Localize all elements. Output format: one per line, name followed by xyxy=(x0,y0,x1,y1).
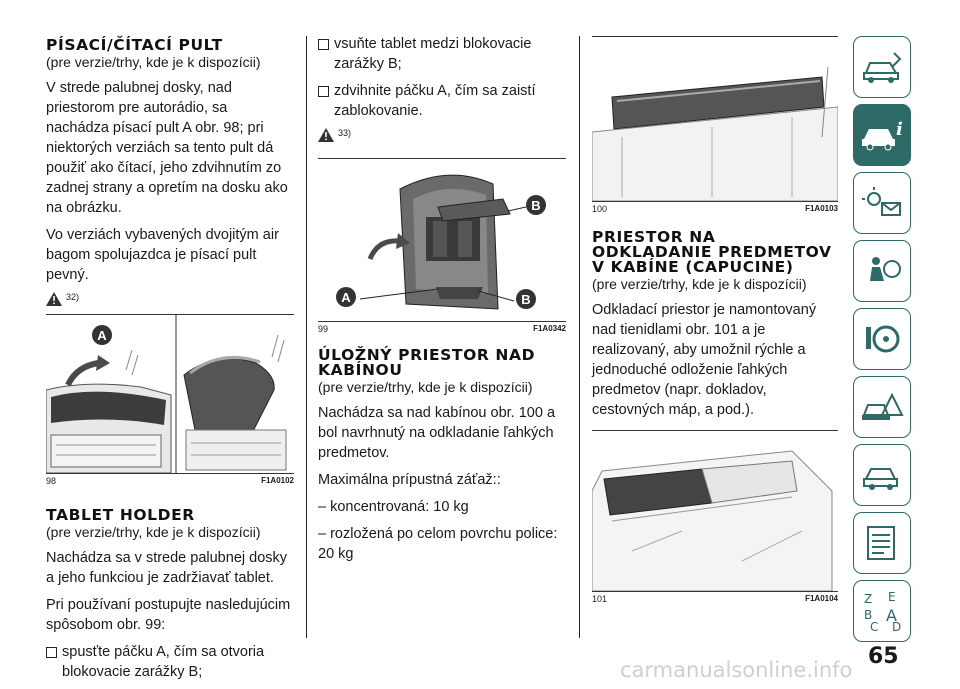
checkbox-bullet-icon xyxy=(318,39,329,50)
figure-caption: 101 F1A0104 xyxy=(592,594,838,604)
svg-text:i: i xyxy=(896,119,903,140)
tab-car-tools[interactable] xyxy=(853,36,911,98)
section-subtitle: (pre verzie/trhy, kde je k dispozícii) xyxy=(46,54,261,70)
paragraph: Nachádza sa nad kabínou obr. 100 a bol n… xyxy=(318,405,556,461)
section-subtitle: (pre verzie/trhy, kde je k dispozícii) xyxy=(318,379,533,395)
figure-100 xyxy=(592,36,838,202)
figure-caption: 98 F1A0102 xyxy=(46,476,294,486)
warning-lights-icon xyxy=(862,187,901,216)
car-info-icon: i xyxy=(862,119,903,151)
tab-car-info[interactable]: i xyxy=(853,104,911,166)
figure-99: A B B xyxy=(318,158,566,322)
tab-service[interactable] xyxy=(853,444,911,506)
section-heading: TABLET HOLDER xyxy=(46,506,195,524)
warning-ref: 33) xyxy=(318,128,566,142)
paragraph: Odkladací priestor je namontovaný nad ti… xyxy=(592,302,817,418)
capucine-storage-illustration xyxy=(592,450,833,591)
warning-triangle-icon xyxy=(318,128,334,142)
overhead-shelf-illustration xyxy=(592,66,838,201)
tab-warning-lights[interactable] xyxy=(853,172,911,234)
label-b: B xyxy=(526,195,546,215)
figure-101 xyxy=(592,430,838,592)
svg-text:C: C xyxy=(870,620,878,633)
column-2: vsuňte tablet medzi blokovacie zarážky B… xyxy=(318,0,566,571)
checkbox-bullet-icon xyxy=(46,647,57,658)
figure-caption: 99 F1A0342 xyxy=(318,324,566,334)
svg-text:A: A xyxy=(886,606,897,625)
svg-text:B: B xyxy=(864,608,872,622)
paragraph: Pri používaní postupujte nasledujúcim sp… xyxy=(46,597,291,633)
svg-text:Z: Z xyxy=(864,592,872,606)
dashboard-desk-illustration xyxy=(46,315,287,473)
tab-specs[interactable] xyxy=(853,512,911,574)
section-heading: PÍSACÍ/ČÍTACÍ PULT xyxy=(46,36,223,54)
section-subtitle: (pre verzie/trhy, kde je k dispozícii) xyxy=(46,524,261,540)
figure-caption: 100 F1A0103 xyxy=(592,204,838,214)
warning-triangle-icon xyxy=(46,292,62,306)
airbag-passenger-icon xyxy=(870,257,901,281)
index-list-icon xyxy=(867,526,895,560)
section-heading: PRIESTOR NA ODKLADANIE PREDMETOV V KABÍN… xyxy=(592,228,832,276)
column-divider xyxy=(306,36,307,638)
paragraph: Maximálna prípustná záťaž:: xyxy=(318,472,501,488)
section-subtitle: (pre verzie/trhy, kde je k dispozícii) xyxy=(592,276,807,292)
figure-98: A xyxy=(46,314,294,474)
column-1: PÍSACÍ/ČÍTACÍ PULT (pre verzie/trhy, kde… xyxy=(46,0,294,689)
tab-steering[interactable] xyxy=(853,308,911,370)
bullet-item: spusťte páčku A, čím sa otvoria blokovac… xyxy=(46,642,294,682)
paragraph: – rozložená po celom povrchu police: 20 … xyxy=(318,526,558,562)
paragraph: – koncentrovaná: 10 kg xyxy=(318,499,469,515)
bullet-item: zdvihnite páčku A, čím sa zaistí zabloko… xyxy=(318,81,566,121)
car-tools-icon xyxy=(863,52,902,83)
car-service-icon xyxy=(863,468,898,490)
checkbox-bullet-icon xyxy=(318,86,329,97)
label-a: A xyxy=(336,287,356,307)
label-b: B xyxy=(516,289,536,309)
column-3: 100 F1A0103 PRIESTOR NA ODKLADANIE PREDM… xyxy=(592,0,838,604)
car-warning-triangle-icon xyxy=(862,392,904,420)
tab-airbag[interactable] xyxy=(853,240,911,302)
svg-text:D: D xyxy=(892,620,901,633)
section-heading: ÚLOŽNÝ PRIESTOR NAD KABÍNOU xyxy=(318,346,536,379)
column-divider xyxy=(579,36,580,638)
label-a: A xyxy=(92,325,112,345)
bullet-item: vsuňte tablet medzi blokovacie zarážky B… xyxy=(318,34,566,74)
warning-ref: 32) xyxy=(46,292,294,306)
watermark: carmanualsonline.info xyxy=(620,658,853,682)
tablet-holder-illustration xyxy=(359,174,527,310)
paragraph: Vo verziách vybavených dvojitým air bago… xyxy=(46,227,279,283)
paragraph: V strede palubnej dosky, nad priestorom … xyxy=(46,80,288,216)
svg-text:E: E xyxy=(888,590,896,604)
page-number: 65 xyxy=(868,644,899,669)
paragraph: Nachádza sa v strede palubnej dosky a je… xyxy=(46,550,288,586)
steering-key-icon xyxy=(866,325,900,353)
tab-emergency[interactable] xyxy=(853,376,911,438)
